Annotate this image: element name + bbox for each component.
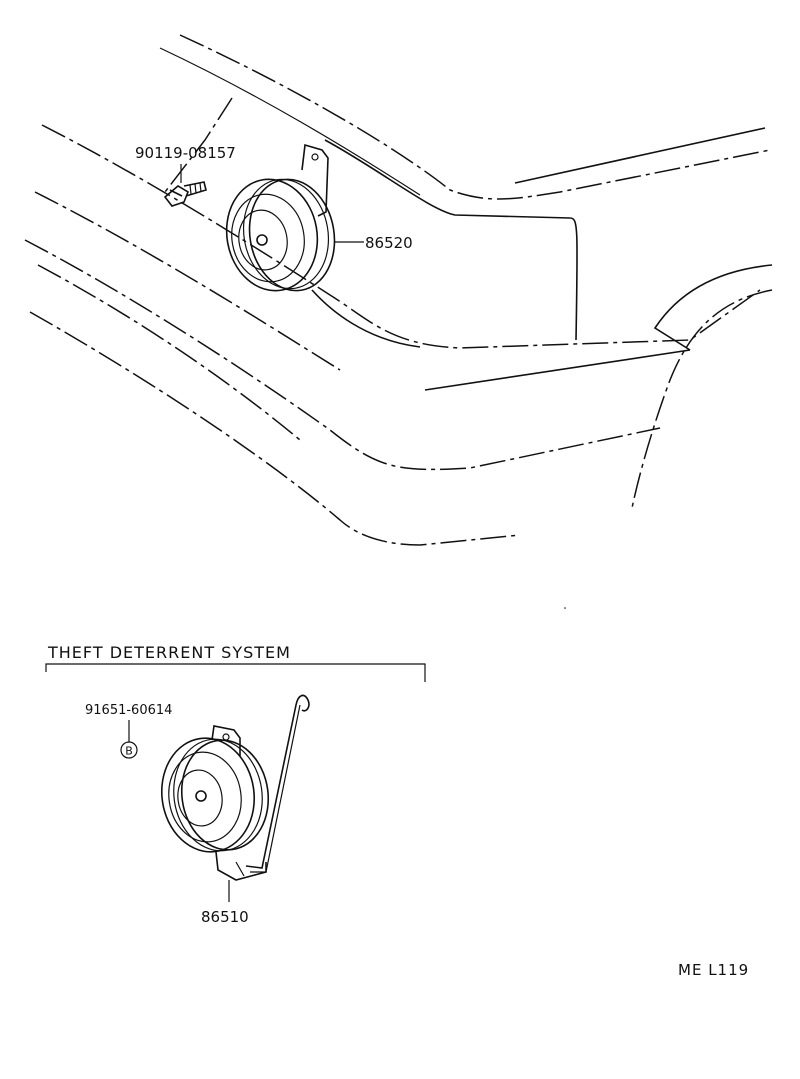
hood-inner-line — [159, 47, 421, 196]
horn-main-icon — [225, 143, 336, 292]
bolt-icon — [163, 181, 207, 207]
horn-theft-lower-bracket — [215, 851, 267, 881]
panel-upper-line — [324, 139, 578, 341]
vehicle-body-outline — [24, 34, 773, 609]
reference-code: ME L119 — [678, 961, 749, 979]
fender-line — [653, 264, 773, 351]
bumper-line-1 — [41, 124, 761, 349]
bumper-lip-upper — [311, 289, 421, 348]
nut-b-icon: B — [120, 741, 138, 759]
horn-main-part-number: 86520 — [365, 234, 413, 252]
speck — [564, 607, 566, 609]
section-bracket-line — [45, 663, 426, 682]
bolt-part-number: 90119-08157 — [135, 144, 236, 162]
bumper-line-4 — [37, 264, 301, 441]
horn-theft-icon — [160, 694, 310, 881]
bumper-line-5 — [29, 311, 521, 546]
horn-theft-part-number: 86510 — [201, 908, 249, 926]
section-title: THEFT DETERRENT SYSTEM — [47, 643, 291, 662]
horn-theft-wire-rod — [245, 694, 310, 869]
wheel-arch-line — [631, 289, 773, 509]
tab-hole — [222, 733, 230, 741]
bumper-line-3 — [24, 239, 661, 471]
hood-edge-line — [179, 34, 771, 200]
horn-main-bracket — [301, 143, 329, 217]
bracket-hole — [311, 153, 319, 161]
bumper-line-2 — [34, 191, 341, 371]
nut-marker: B — [125, 745, 133, 758]
panel-left-phantom — [164, 97, 233, 193]
hood-right-line — [514, 127, 766, 184]
nut-part-number: 91651-60614 — [85, 703, 172, 718]
bumper-mid-line — [424, 349, 691, 391]
